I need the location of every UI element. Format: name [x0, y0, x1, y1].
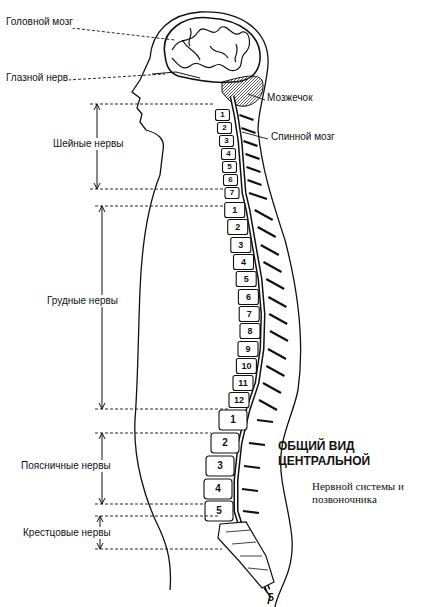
- vertebra-number: 5: [268, 592, 274, 604]
- vertebra-number: 6: [228, 175, 232, 184]
- part-label: Спинной мозг: [270, 131, 336, 143]
- vertebra-number: 7: [230, 188, 234, 197]
- spinous-processes: [240, 115, 289, 513]
- vertebra-number: 7: [247, 309, 252, 319]
- region-label: Крестцовые нервы: [22, 527, 112, 539]
- vertebra-number: 9: [245, 344, 250, 354]
- vertebra-number: 4: [241, 257, 246, 267]
- vertebra-number: 12: [234, 395, 244, 405]
- vertebra-number: 5: [227, 162, 231, 171]
- spinal-cord: [232, 96, 268, 590]
- vertebra-number: 4: [215, 483, 221, 495]
- region-dashed-lines: [90, 104, 229, 549]
- body-front-outline: [132, 12, 200, 590]
- region-label: Поясничные нервы: [20, 460, 112, 472]
- vertebra-number: 5: [244, 274, 249, 284]
- part-label: Глазной нерв: [5, 72, 69, 84]
- vertebra-number: 6: [246, 292, 251, 302]
- sacrum-lines: [226, 530, 268, 570]
- sacrum-shape: [218, 522, 274, 588]
- vertebra-number: 10: [241, 361, 251, 371]
- region-brackets: [94, 104, 105, 549]
- part-label: Мозжечок: [266, 92, 314, 104]
- vertebra-number: 3: [224, 136, 228, 145]
- part-label: Головной мозг: [5, 16, 74, 28]
- brain-gyri: [172, 27, 249, 71]
- figure-title: ОБЩИЙ ВИД ЦЕНТРАЛЬНОЙ: [278, 439, 428, 469]
- vertebra-number: 2: [222, 437, 228, 449]
- region-label: Грудные нервы: [46, 295, 119, 307]
- vertebra-number: 4: [226, 149, 230, 158]
- vertebra-number: 2: [222, 123, 226, 132]
- vertebra-number: 3: [238, 240, 243, 250]
- vertebra-number: 1: [220, 110, 224, 119]
- vertebra-number: 5: [216, 505, 222, 517]
- vertebra-number: 8: [247, 326, 252, 336]
- leader-lines: [68, 28, 268, 139]
- region-label: Шейные нервы: [52, 138, 125, 150]
- figure-subtitle: Нервной системы и позвоночника: [312, 480, 427, 505]
- vertebra-number: 11: [238, 378, 248, 388]
- vertebra-number: 3: [217, 460, 223, 472]
- vertebra-number: 1: [230, 414, 236, 426]
- vertebrae: [204, 110, 260, 522]
- spinal-canal: [232, 96, 268, 590]
- optic-nerve: [152, 72, 200, 78]
- cerebellum-shape: [222, 76, 263, 106]
- vertebra-number: 1: [232, 205, 237, 215]
- vertebra-number: 2: [235, 222, 240, 232]
